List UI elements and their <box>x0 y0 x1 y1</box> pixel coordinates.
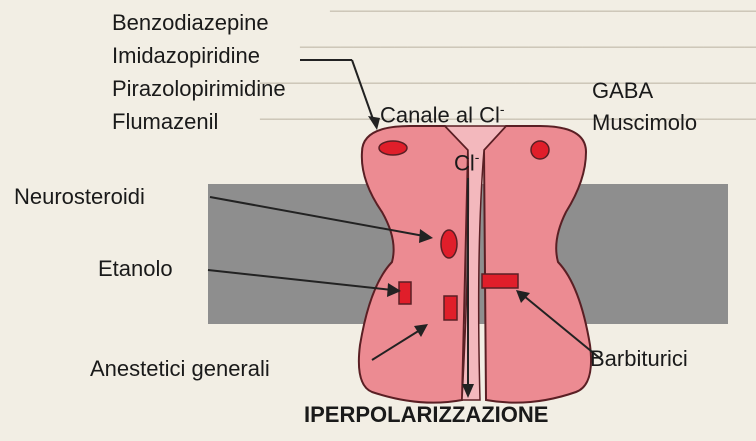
anesthetic-site <box>444 296 457 320</box>
ethanol-site <box>399 282 411 304</box>
label-canale-cl: Canale al Cl- <box>380 96 505 128</box>
label-ion-cl-text: Cl <box>454 150 475 175</box>
label-ion-cl: Cl- <box>454 144 479 176</box>
neurosteroid-site <box>441 230 457 258</box>
label-etanolo: Etanolo <box>98 256 173 282</box>
label-muscimolo: Muscimolo <box>592 110 697 136</box>
label-flumazenil: Flumazenil <box>112 109 218 135</box>
gaba-site <box>531 141 549 159</box>
benzodiazepine-site <box>379 141 407 155</box>
label-barbiturici: Barbiturici <box>590 346 688 372</box>
pointer-benzodiazepine-head <box>368 116 380 130</box>
label-pirazolopirimidine: Pirazolopirimidine <box>112 76 286 102</box>
pointer-benzodiazepine <box>352 60 374 122</box>
label-canale-cl-text: Canale al Cl <box>380 102 500 127</box>
barbiturate-site <box>482 274 518 288</box>
label-iperpolarizzazione: IPERPOLARIZZAZIONE <box>304 402 548 428</box>
label-neurosteroidi: Neurosteroidi <box>14 184 145 210</box>
label-benzodiazepine: Benzodiazepine <box>112 10 269 36</box>
label-canale-cl-sup: - <box>500 101 505 117</box>
label-anestetici: Anestetici generali <box>90 356 270 382</box>
label-imidazopiridine: Imidazopiridine <box>112 43 260 69</box>
label-ion-cl-sup: - <box>475 149 480 165</box>
label-gaba: GABA <box>592 78 653 104</box>
